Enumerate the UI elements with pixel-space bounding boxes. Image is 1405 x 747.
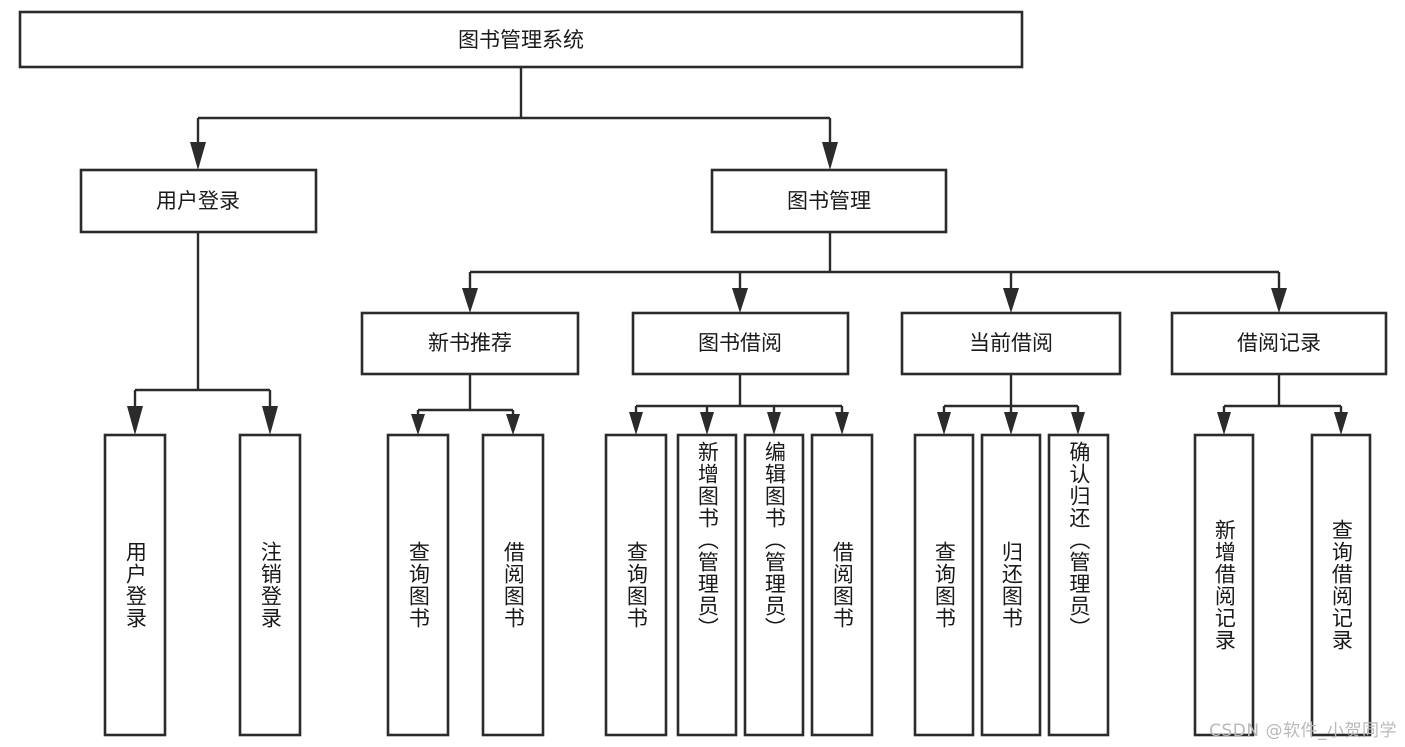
node-label-current-borrow: 当前借阅 bbox=[969, 331, 1053, 355]
edge-group-root-to-level2 bbox=[190, 67, 838, 170]
node-box-leaf-user-login[interactable] bbox=[103, 433, 167, 737]
node-box-leaf-query-book-2[interactable] bbox=[604, 433, 668, 737]
node-box-leaf-edit-book[interactable] bbox=[743, 433, 805, 737]
node-label-root: 图书管理系统 bbox=[458, 28, 584, 52]
node-box-book-manage[interactable] bbox=[710, 168, 948, 234]
node-box-user-login[interactable] bbox=[79, 168, 318, 234]
node-box-leaf-query-book-1[interactable] bbox=[386, 433, 450, 737]
arrow-to-leaf-logout bbox=[262, 406, 278, 435]
edge-group-borrow-record-to-leaves bbox=[1217, 374, 1348, 435]
node-box-leaf-query-record[interactable] bbox=[1310, 433, 1372, 737]
edge-group-user-login-to-leaves bbox=[127, 232, 278, 435]
node-box-borrow-record[interactable] bbox=[1170, 311, 1388, 376]
node-box-leaf-query-book-3[interactable] bbox=[913, 433, 975, 737]
arrow-to-leaf-query-book-1 bbox=[411, 414, 425, 435]
node-label-new-book-rec: 新书推荐 bbox=[428, 331, 512, 355]
arrow-to-user-login bbox=[190, 142, 206, 170]
arrow-to-leaf-add-book bbox=[700, 412, 714, 435]
arrow-to-leaf-borrow-book-2 bbox=[835, 412, 849, 435]
node-box-root[interactable] bbox=[18, 10, 1024, 69]
node-label-borrow-record: 借阅记录 bbox=[1237, 331, 1321, 355]
node-box-current-borrow[interactable] bbox=[900, 311, 1122, 376]
node-label-book-borrow: 图书借阅 bbox=[698, 331, 782, 355]
arrow-to-borrow-record bbox=[1271, 288, 1287, 313]
arrow-to-leaf-user-login bbox=[127, 406, 143, 435]
arrow-to-leaf-add-record bbox=[1217, 412, 1231, 435]
arrow-to-leaf-borrow-book-1 bbox=[506, 414, 520, 435]
node-label-book-manage: 图书管理 bbox=[787, 189, 871, 213]
arrow-to-leaf-query-book-3 bbox=[937, 412, 951, 435]
edge-group-book-manage-to-level3 bbox=[462, 232, 1287, 313]
arrow-to-leaf-query-record bbox=[1334, 412, 1348, 435]
node-box-leaf-borrow-book-1[interactable] bbox=[481, 433, 545, 737]
node-box-leaf-logout[interactable] bbox=[238, 433, 302, 737]
node-box-leaf-return-book[interactable] bbox=[980, 433, 1042, 737]
node-box-leaf-add-record[interactable] bbox=[1193, 433, 1255, 737]
arrow-to-new-book-rec bbox=[462, 288, 478, 313]
node-box-new-book-rec[interactable] bbox=[360, 311, 580, 376]
arrow-to-leaf-edit-book bbox=[767, 412, 781, 435]
arrow-to-book-borrow bbox=[732, 288, 748, 313]
node-label-user-login: 用户登录 bbox=[156, 189, 240, 213]
arrow-to-leaf-confirm-return bbox=[1071, 412, 1085, 435]
arrow-to-current-borrow bbox=[1003, 288, 1019, 313]
edge-group-new-book-rec-to-leaves bbox=[411, 374, 520, 435]
arrow-to-book-manage bbox=[822, 142, 838, 170]
node-box-leaf-borrow-book-2[interactable] bbox=[810, 433, 874, 737]
watermark-text: CSDN @软件_小贺同学 bbox=[1209, 721, 1397, 741]
edge-group-book-borrow-to-leaves bbox=[629, 374, 849, 435]
node-box-leaf-confirm-return[interactable] bbox=[1047, 433, 1110, 737]
node-box-leaf-add-book[interactable] bbox=[676, 433, 738, 737]
node-box-book-borrow[interactable] bbox=[631, 311, 850, 376]
arrow-to-leaf-query-book-2 bbox=[629, 412, 643, 435]
arrow-to-leaf-return-book bbox=[1004, 412, 1018, 435]
edge-group-current-borrow-to-leaves bbox=[937, 374, 1085, 435]
